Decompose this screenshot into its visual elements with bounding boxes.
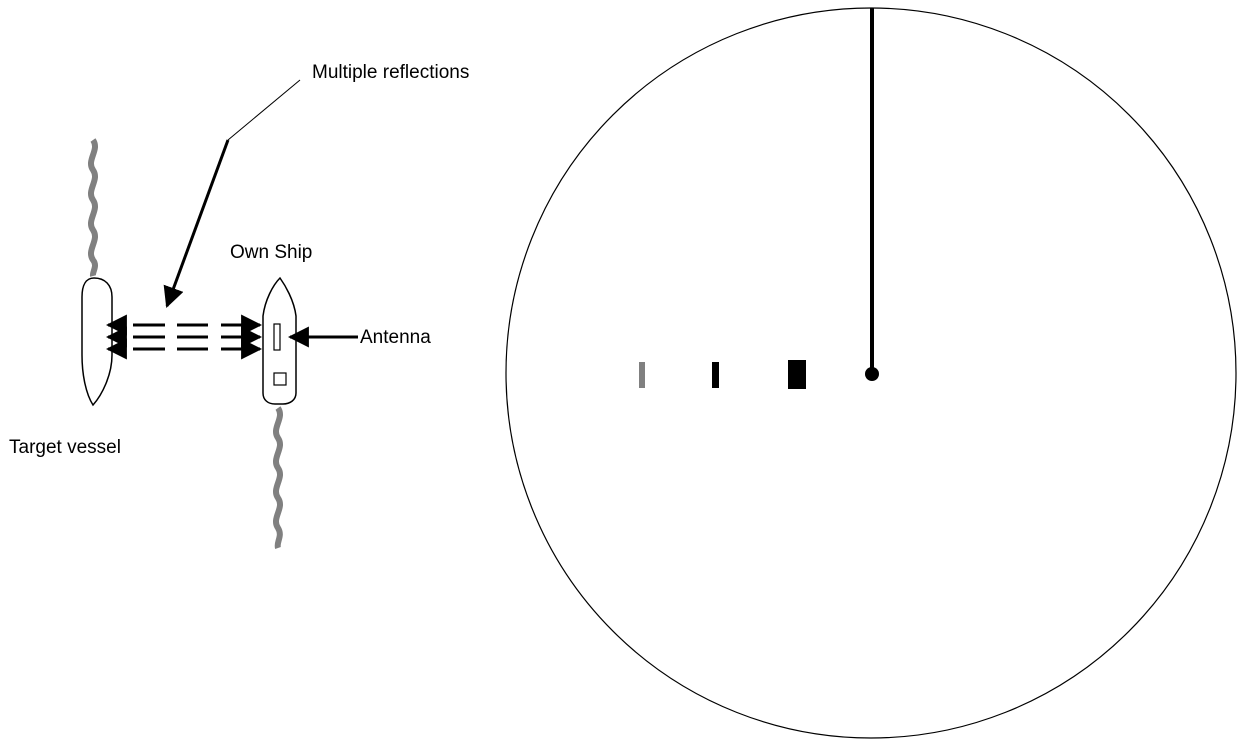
reflection-paths [105, 314, 263, 360]
multiple-reflections-label: Multiple reflections [312, 62, 469, 83]
first-echo [788, 360, 806, 389]
antenna-label: Antenna [360, 327, 431, 348]
target-vessel-label: Target vessel [9, 437, 121, 458]
own-ship-center-dot [865, 367, 879, 381]
reflections-leader-line [227, 79, 301, 141]
second-echo [712, 362, 719, 388]
bridge-house [273, 372, 287, 386]
reflections-pointer-arrow [163, 139, 230, 308]
antenna-mast [273, 323, 281, 351]
own-ship-wake [273, 406, 283, 549]
third-echo [639, 362, 645, 388]
target-vessel-hull [81, 277, 113, 407]
target-wake [88, 138, 98, 277]
own-ship-label: Own Ship [230, 242, 312, 263]
